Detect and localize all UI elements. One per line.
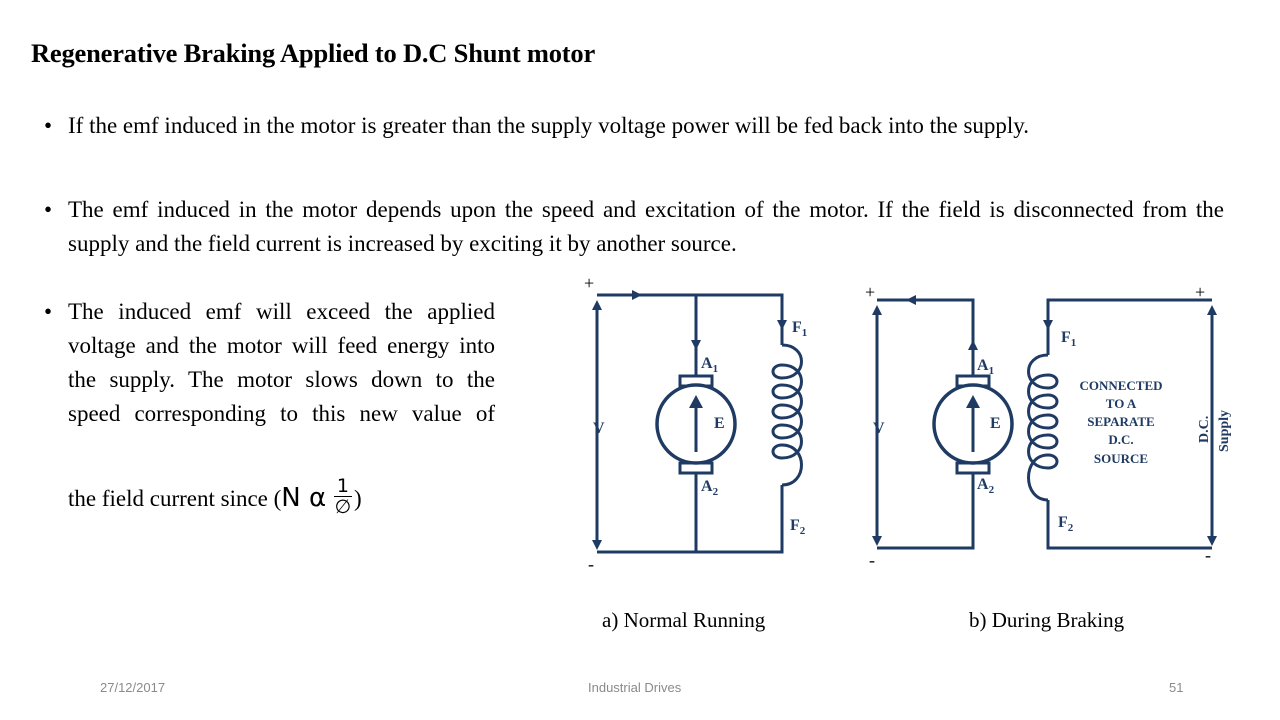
bullet-dot: • (44, 113, 53, 138)
circuit-wires-b-left-bottom (877, 472, 975, 550)
armature-current-arrow-icon (691, 340, 701, 350)
supply-label-line-1: D.C. (1197, 416, 1212, 443)
formula-fraction: 1∅ (333, 476, 352, 518)
minus-terminal: - (588, 554, 594, 574)
current-arrow-icon (632, 290, 642, 300)
a1-label: A1 (701, 355, 718, 375)
circuit-wires-a-bottom (597, 485, 784, 554)
emf-label-b: E (990, 415, 1001, 432)
bullet-text-3: The induced emf will exceed the applied … (68, 299, 495, 426)
circuit-wires-b-right-bottom (1046, 500, 1212, 550)
source-line-3: SEPARATE (1087, 414, 1154, 429)
emf-label: E (714, 415, 725, 432)
bullet-text-2: The emf induced in the motor depends upo… (68, 197, 1224, 256)
footer-title: Industrial Drives (588, 680, 682, 695)
field-coil-a (771, 343, 803, 487)
footer-page-number: 51 (1169, 680, 1184, 695)
field-coil-b (1027, 353, 1059, 502)
caption-normal-running: a) Normal Running (602, 608, 766, 632)
f1-label: F1 (792, 319, 807, 339)
diagram-during-braking: + - + - V E A1 A2 F1 F2 CONNECTED TO A S… (865, 282, 1232, 570)
formula-suffix: ) (354, 485, 362, 511)
f1-label-b: F1 (1061, 329, 1076, 349)
formula-prefix: the field current since ( (68, 485, 282, 511)
source-line-5: SOURCE (1094, 451, 1148, 466)
reverse-current-arrow-icon (906, 295, 916, 305)
minus-terminal-right: - (1205, 545, 1211, 565)
speed-formula: the field current since (N α 1∅) (68, 476, 362, 530)
bullet-text-1: If the emf induced in the motor is great… (68, 113, 1030, 138)
bullet-dot: • (44, 197, 53, 222)
f2-label-b: F2 (1058, 514, 1074, 534)
source-line-4: D.C. (1108, 432, 1133, 447)
field-current-arrow-icon (777, 320, 787, 330)
footer-date: 27/12/2017 (100, 680, 166, 695)
a2-label-b: A2 (977, 476, 995, 496)
plus-terminal-left: + (865, 282, 875, 302)
minus-terminal-left: - (869, 550, 875, 570)
emf-arrowhead-icon (689, 395, 703, 408)
formula-denominator: ∅ (334, 496, 352, 518)
plus-terminal: + (584, 273, 594, 293)
circuit-wires-a (597, 293, 784, 345)
source-line-1: CONNECTED (1079, 378, 1162, 393)
voltage-label-b: V (873, 420, 885, 437)
circuit-wires-b-right (1046, 298, 1212, 355)
plus-terminal-right: + (1195, 282, 1205, 302)
slide-title: Regenerative Braking Applied to D.C Shun… (31, 38, 596, 68)
emf-arrowhead-b-icon (966, 395, 980, 408)
formula-symbol: N α (281, 482, 327, 513)
supply-label-line-2: Supply (1217, 410, 1232, 452)
formula-numerator: 1 (333, 476, 352, 497)
a2-label: A2 (701, 478, 719, 498)
circuit-wires-b-left (877, 298, 975, 378)
armature-current-arrow-b-icon (968, 340, 978, 350)
a1-label-b: A1 (977, 357, 994, 377)
voltage-label: V (593, 420, 605, 437)
bullet-dot: • (44, 299, 53, 324)
field-current-arrow-b-icon (1043, 320, 1053, 330)
f2-label: F2 (790, 517, 806, 537)
diagram-normal-running: + - V E A1 A2 F1 F2 (584, 273, 807, 574)
source-line-2: TO A (1106, 396, 1137, 411)
caption-during-braking: b) During Braking (969, 608, 1125, 632)
